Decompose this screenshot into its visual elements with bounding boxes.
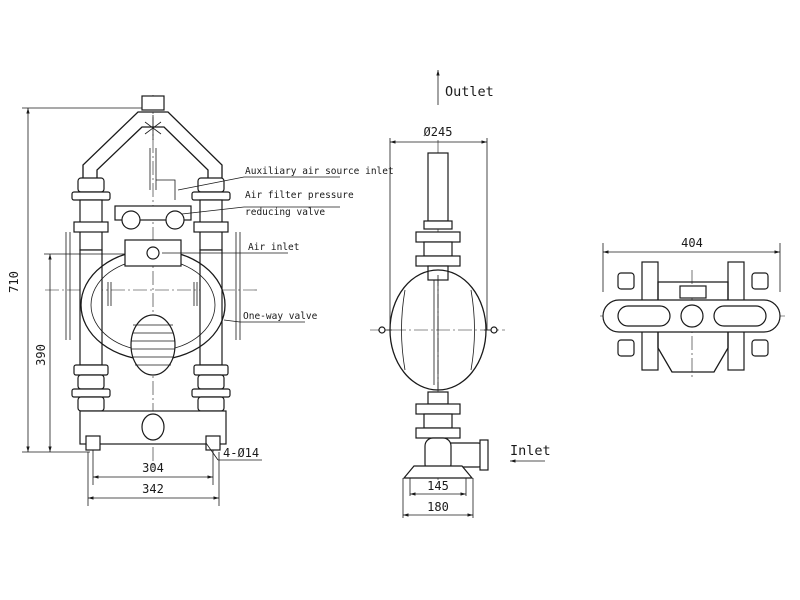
air-inlet-label: Air inlet <box>248 242 299 253</box>
base-outer-label: 180 <box>427 500 449 514</box>
width-base-label: 342 <box>142 482 164 496</box>
top-width-label: 404 <box>681 236 703 250</box>
aux-air-label: Auxiliary air source inlet <box>245 166 394 177</box>
inlet-label: Inlet <box>510 443 551 459</box>
height-inlet-label: 390 <box>34 344 48 366</box>
holes-label: 4-Ø14 <box>223 446 259 460</box>
top-view: 404 <box>600 236 785 380</box>
air-filter-label-line2: reducing valve <box>245 207 325 218</box>
outlet-label: Outlet <box>445 84 494 100</box>
air-filter-label-line1: Air filter pressure <box>245 190 354 201</box>
diameter-label: Ø245 <box>424 125 453 139</box>
height-total-label: 710 <box>7 271 21 293</box>
one-way-valve-label: One-way valve <box>243 311 318 322</box>
front-view: 710 390 304 342 4-Ø14 Auxiliary air sour… <box>7 95 394 506</box>
base-inner-label: 145 <box>427 479 449 493</box>
width-bolts-label: 304 <box>142 461 164 475</box>
side-view: Outlet Ø245 Inlet <box>370 70 551 518</box>
